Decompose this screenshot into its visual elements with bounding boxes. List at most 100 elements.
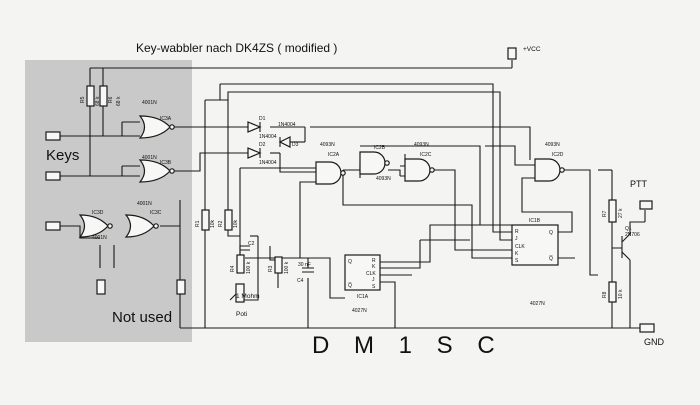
potentiometer: 1 Mohm Poti bbox=[229, 283, 259, 318]
vcc-label: +VCC bbox=[523, 46, 541, 53]
svg-text:IC2A: IC2A bbox=[328, 152, 340, 158]
svg-text:Q1: Q1 bbox=[625, 226, 632, 232]
svg-text:R8: R8 bbox=[602, 291, 608, 298]
resistor-r8: R8 10 k bbox=[602, 281, 624, 303]
svg-text:10 k: 10 k bbox=[618, 289, 624, 299]
transistor-q1: Q1 2N706 bbox=[621, 226, 640, 261]
svg-text:68 k: 68 k bbox=[95, 96, 101, 106]
svg-text:2N706: 2N706 bbox=[625, 232, 640, 238]
svg-text:CLK: CLK bbox=[515, 244, 525, 250]
svg-text:C2: C2 bbox=[248, 241, 255, 247]
svg-text:R: R bbox=[372, 258, 376, 264]
svg-text:IC2C: IC2C bbox=[420, 152, 432, 158]
svg-text:Q: Q bbox=[549, 230, 553, 236]
nc-connector-b bbox=[176, 279, 186, 295]
flipflop-ic1a: Q Q̅ R K CLK J S IC1A 4027N bbox=[344, 254, 381, 314]
title: Key-wabbler nach DK4ZS ( modified ) bbox=[136, 41, 337, 55]
svg-text:4093N: 4093N bbox=[545, 142, 560, 148]
svg-text:K: K bbox=[515, 251, 519, 257]
svg-text:4001N: 4001N bbox=[137, 201, 152, 207]
resistor-r6: R6 68 k bbox=[99, 85, 122, 107]
svg-text:R4: R4 bbox=[230, 265, 236, 272]
ptt-label: PTT bbox=[630, 179, 648, 189]
svg-text:4093N: 4093N bbox=[320, 142, 335, 148]
svg-text:J: J bbox=[372, 277, 375, 283]
diode-d3: 1N4004 D3 bbox=[278, 122, 299, 148]
not-used-label: Not used bbox=[112, 309, 172, 326]
svg-text:4001N: 4001N bbox=[92, 235, 107, 241]
svg-text:1N4004: 1N4004 bbox=[259, 134, 277, 140]
svg-text:1N4004: 1N4004 bbox=[278, 122, 296, 128]
svg-text:Q̅: Q̅ bbox=[348, 282, 352, 289]
svg-text:R5: R5 bbox=[80, 96, 86, 103]
gate-ic2d: IC2D 4093N bbox=[534, 142, 565, 182]
svg-text:D3: D3 bbox=[292, 142, 299, 148]
svg-text:R1: R1 bbox=[195, 220, 201, 227]
svg-text:IC3C: IC3C bbox=[150, 210, 162, 216]
svg-text:1 Mohm: 1 Mohm bbox=[236, 293, 259, 300]
keys-label: Keys bbox=[46, 147, 79, 164]
svg-text:10k: 10k bbox=[233, 219, 239, 228]
wiring bbox=[60, 60, 646, 329]
svg-text:Poti: Poti bbox=[236, 311, 247, 318]
resistor-r4: R4 100 k bbox=[230, 254, 252, 274]
svg-text:100 k: 100 k bbox=[246, 261, 252, 274]
svg-text:4027N: 4027N bbox=[530, 301, 545, 307]
capacitor-c4: 30 nF C4 bbox=[297, 262, 314, 284]
svg-text:CLK: CLK bbox=[366, 271, 376, 277]
resistor-r1: R1 10k bbox=[195, 209, 216, 231]
svg-text:IC3A: IC3A bbox=[160, 116, 172, 122]
svg-text:R6: R6 bbox=[108, 96, 114, 103]
svg-text:R: R bbox=[515, 229, 519, 235]
svg-text:IC1A: IC1A bbox=[357, 294, 369, 300]
gate-ic3a: IC3A 4001N bbox=[138, 100, 175, 139]
gnd-label: GND bbox=[644, 337, 665, 347]
nc-connector-left bbox=[45, 221, 61, 231]
capacitor-c2: C2 bbox=[240, 241, 255, 251]
svg-text:IC2B: IC2B bbox=[374, 145, 386, 151]
svg-text:10k: 10k bbox=[210, 219, 216, 228]
svg-text:IC3B: IC3B bbox=[160, 160, 172, 166]
svg-text:4027N: 4027N bbox=[352, 308, 367, 314]
svg-text:1N4004: 1N4004 bbox=[259, 160, 277, 166]
svg-text:D1: D1 bbox=[259, 116, 266, 122]
svg-text:4001N: 4001N bbox=[142, 155, 157, 161]
svg-text:100 k: 100 k bbox=[284, 261, 290, 274]
svg-text:IC2D: IC2D bbox=[552, 152, 564, 158]
nc-connector-a bbox=[96, 279, 106, 295]
gate-ic2a: IC2A 4093N bbox=[315, 142, 346, 185]
svg-text:68 k: 68 k bbox=[116, 96, 122, 106]
svg-text:R7: R7 bbox=[602, 210, 608, 217]
gate-ic3d: IC3D 4001N bbox=[78, 210, 113, 241]
key2-connector bbox=[45, 171, 61, 181]
flipflop-ic1b: R J CLK K S Q Q̅ IC1B 4027N bbox=[511, 218, 559, 307]
resistor-r5: R5 68 k bbox=[80, 85, 101, 107]
svg-text:4093N: 4093N bbox=[376, 176, 391, 182]
resistor-r2: R2 10k bbox=[218, 209, 239, 231]
diode-d1: D1 1N4004 bbox=[247, 116, 277, 140]
resistor-r7: R7 27 k bbox=[602, 199, 624, 223]
svg-text:IC3D: IC3D bbox=[92, 210, 104, 216]
gate-ic2c: IC2C 4093N bbox=[404, 142, 435, 182]
gate-ic2b: IC2B 4093N bbox=[359, 145, 391, 182]
svg-text:4093N: 4093N bbox=[414, 142, 429, 148]
keys-panel bbox=[25, 60, 192, 342]
svg-text:R3: R3 bbox=[268, 265, 274, 272]
svg-text:IC1B: IC1B bbox=[529, 218, 541, 224]
ptt-connector bbox=[639, 200, 653, 210]
svg-text:D2: D2 bbox=[259, 142, 266, 148]
svg-text:R2: R2 bbox=[218, 220, 224, 227]
key1-connector bbox=[45, 131, 61, 141]
svg-text:S: S bbox=[372, 284, 376, 290]
svg-text:30 nF: 30 nF bbox=[298, 262, 311, 268]
resistor-r3: R3 100 k bbox=[268, 256, 290, 274]
svg-text:C4: C4 bbox=[297, 278, 304, 284]
vcc-connector bbox=[507, 47, 517, 60]
diode-d2: D2 1N4004 bbox=[247, 142, 277, 166]
gate-ic3c: IC3C 4001N bbox=[124, 201, 162, 238]
svg-text:K: K bbox=[372, 264, 376, 270]
svg-text:Q: Q bbox=[348, 259, 352, 265]
svg-text:J: J bbox=[515, 236, 518, 242]
svg-text:27 k: 27 k bbox=[618, 208, 624, 218]
